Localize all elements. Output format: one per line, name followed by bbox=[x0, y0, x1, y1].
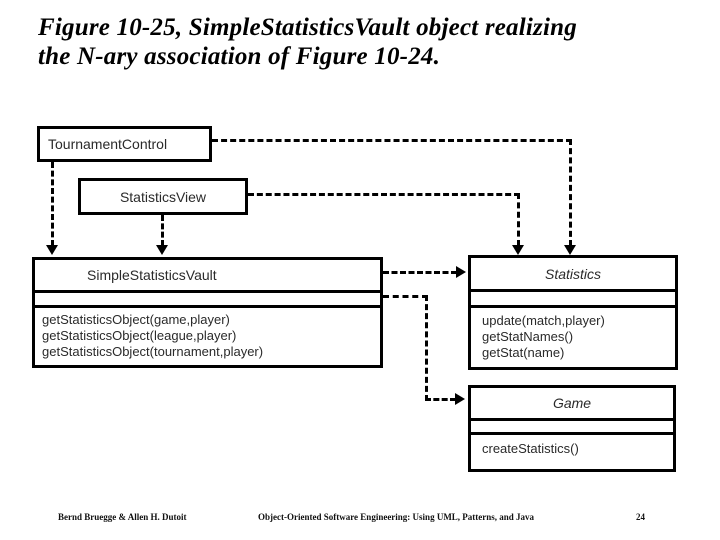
operation: getStatisticsObject(game,player) bbox=[42, 312, 230, 327]
operation: getStat(name) bbox=[482, 345, 565, 360]
connector-vault-to-game-v bbox=[425, 295, 428, 401]
connector-vault-to-game-h1 bbox=[383, 295, 428, 298]
class-box-tournamentcontrol: TournamentControl bbox=[37, 126, 212, 162]
connector-statisticsview-to-statistics-v bbox=[517, 193, 520, 246]
connector-tournamentcontrol-to-statistics-v bbox=[569, 139, 572, 246]
connector-vault-to-statistics bbox=[383, 271, 457, 274]
footer-page-number: 24 bbox=[636, 512, 645, 522]
class-name-simplestatisticsvault: SimpleStatisticsVault bbox=[35, 260, 380, 293]
class-operations-simplestatisticsvault: getStatisticsObject(game,player) getStat… bbox=[35, 308, 380, 360]
class-name-statistics: Statistics bbox=[471, 258, 675, 292]
class-operations-statistics: update(match,player) getStatNames() getS… bbox=[471, 308, 675, 361]
arrowhead-down-icon bbox=[46, 245, 58, 255]
class-name-statisticsview: StatisticsView bbox=[119, 188, 207, 205]
connector-tournamentcontrol-to-statistics-h bbox=[212, 139, 572, 142]
connector-vault-to-game-h2 bbox=[425, 398, 456, 401]
class-operations-game: createStatistics() bbox=[471, 435, 673, 457]
slide-title-line1: Figure 10-25, SimpleStatisticsVault obje… bbox=[38, 14, 577, 41]
slide-title-line2: the N-ary association of Figure 10-24. bbox=[38, 43, 441, 70]
class-name-tournamentcontrol: TournamentControl bbox=[48, 136, 168, 152]
connector-statisticsview-to-vault bbox=[161, 215, 164, 246]
arrowhead-right-icon bbox=[456, 266, 466, 278]
class-name-game: Game bbox=[471, 388, 673, 421]
class-box-statistics: Statistics update(match,player) getStatN… bbox=[468, 255, 678, 370]
operation: getStatisticsObject(tournament,player) bbox=[42, 344, 264, 359]
slide-title: Figure 10-25, SimpleStatisticsVault obje… bbox=[38, 13, 678, 71]
footer-authors: Bernd Bruegge & Allen H. Dutoit bbox=[58, 512, 187, 522]
operation: createStatistics() bbox=[482, 441, 579, 456]
footer-book-title: Object-Oriented Software Engineering: Us… bbox=[258, 512, 535, 522]
class-attributes-game bbox=[471, 421, 673, 435]
class-box-simplestatisticsvault: SimpleStatisticsVault getStatisticsObjec… bbox=[32, 257, 383, 368]
class-box-statisticsview: StatisticsView bbox=[78, 178, 248, 215]
operation: getStatNames() bbox=[482, 329, 574, 344]
arrowhead-down-icon bbox=[512, 245, 524, 255]
arrowhead-down-icon bbox=[564, 245, 576, 255]
class-attributes-simplestatisticsvault bbox=[35, 293, 380, 308]
class-attributes-statistics bbox=[471, 292, 675, 308]
class-box-game: Game createStatistics() bbox=[468, 385, 676, 472]
connector-statisticsview-to-statistics-h bbox=[248, 193, 520, 196]
operation: update(match,player) bbox=[482, 313, 605, 328]
connector-tournamentcontrol-to-vault bbox=[51, 162, 54, 246]
arrowhead-right-icon bbox=[455, 393, 465, 405]
arrowhead-down-icon bbox=[156, 245, 168, 255]
operation: getStatisticsObject(league,player) bbox=[42, 328, 237, 343]
